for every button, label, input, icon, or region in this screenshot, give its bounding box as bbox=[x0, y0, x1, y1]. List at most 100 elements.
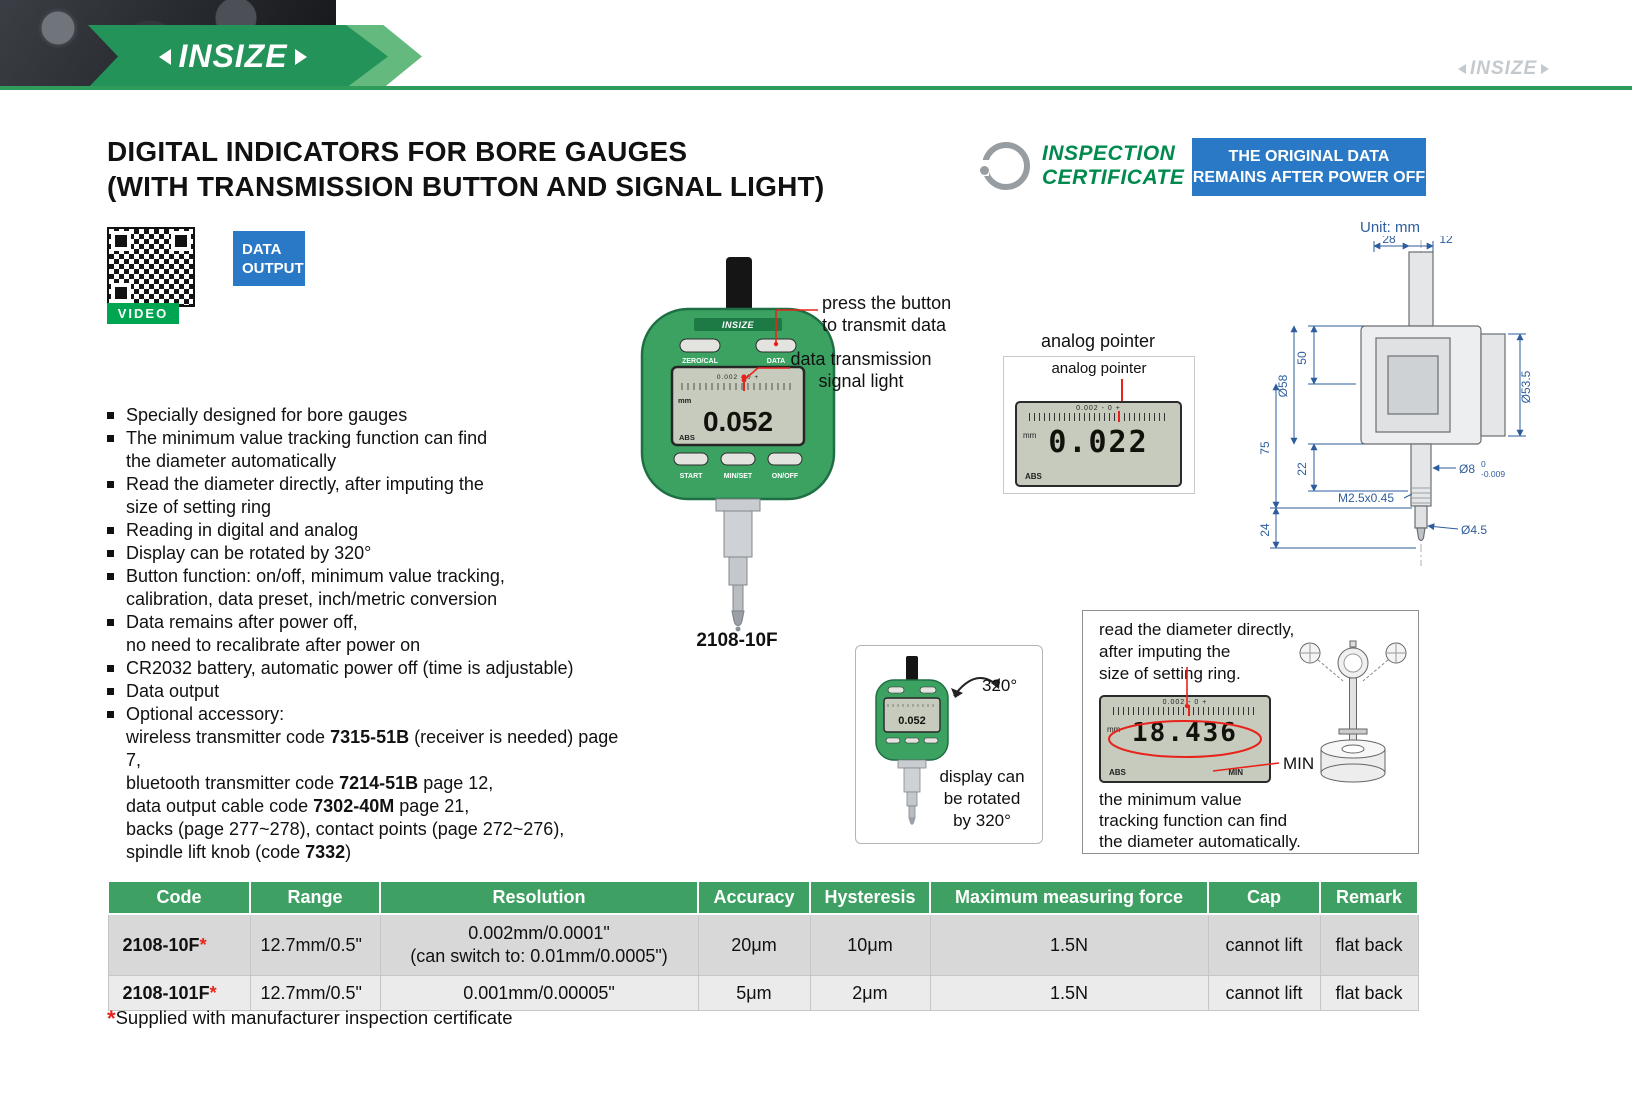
analog-lcd: 0.002 - 0 + 0.022 mm ABS bbox=[1015, 401, 1182, 487]
dim-4-5: Ø4.5 bbox=[1461, 523, 1487, 537]
certificate-icon bbox=[979, 142, 1030, 190]
feature-line: Reading in digital and analog bbox=[126, 520, 359, 540]
lcd-mm-label: mm bbox=[1023, 431, 1037, 440]
gauge-knob bbox=[726, 257, 752, 313]
min-tracking-top-text: read the diameter directly, after imputi… bbox=[1099, 619, 1294, 685]
header-rule bbox=[0, 86, 1632, 90]
feature-line: calibration, data preset, inch/metric co… bbox=[126, 589, 498, 609]
header-cap: Cap bbox=[1207, 880, 1321, 915]
bullet-marker bbox=[107, 481, 114, 488]
stem-lower bbox=[728, 556, 748, 586]
min-tracking-box: read the diameter directly, after imputi… bbox=[1082, 610, 1419, 854]
analog-display-box: analog pointer 0.002 - 0 + 0.022 mm ABS bbox=[1003, 356, 1195, 494]
insize-logo: INSIZE bbox=[159, 38, 307, 75]
feature-item: Optional accessory: bbox=[107, 703, 637, 726]
insize-logo-right: INSIZE bbox=[1458, 58, 1550, 80]
qr-finder-icon bbox=[111, 283, 131, 303]
start-label: START bbox=[680, 473, 704, 480]
logo-arrow-left-icon bbox=[1458, 64, 1466, 74]
start-button bbox=[673, 452, 709, 466]
lcd-scale-text: 0.002 - 0 + bbox=[1076, 405, 1121, 412]
feature-line: the diameter automatically bbox=[126, 451, 337, 471]
lcd-min-label: MIN bbox=[1228, 768, 1243, 777]
data-output-badge: DATA OUTPUT bbox=[233, 231, 305, 286]
cell-cap: cannot lift bbox=[1207, 975, 1321, 1011]
bullet-marker bbox=[107, 619, 114, 626]
qr-finder-icon bbox=[111, 231, 131, 251]
feature-line: Read the diameter directly, after imputi… bbox=[126, 474, 484, 494]
contact-tip bbox=[735, 626, 741, 632]
gauge-lcd bbox=[670, 365, 806, 447]
min-top-line3: size of setting ring. bbox=[1099, 664, 1241, 683]
logo-arrow-right-icon bbox=[294, 48, 307, 65]
cell-accuracy: 20μm bbox=[697, 913, 811, 976]
cell-resolution: 0.001mm/0.00005" bbox=[379, 975, 699, 1011]
header-hysteresis: Hysteresis bbox=[809, 880, 931, 915]
stem-flange bbox=[715, 498, 761, 512]
feature-item: Data remains after power off,no need to … bbox=[107, 611, 637, 657]
optional-line: bluetooth transmitter code 7214-51B page… bbox=[126, 773, 494, 793]
dim-24: 24 bbox=[1258, 523, 1272, 537]
header-code: Code bbox=[107, 880, 251, 915]
inspection-certificate-text: INSPECTION CERTIFICATE bbox=[1042, 142, 1184, 190]
rotation-caption-line1: display can bbox=[939, 767, 1025, 786]
drawing-stem bbox=[1410, 443, 1432, 507]
spec-table: Code Range Resolution Accuracy Hysteresi… bbox=[107, 880, 1419, 1011]
lcd-scale-text: 0.002 - 0 + bbox=[717, 374, 759, 381]
min-tracking-bottom-text: the minimum value tracking function can … bbox=[1099, 789, 1301, 852]
lcd-scale-text: 0.002 - 0 + bbox=[1162, 699, 1208, 706]
lcd-ticks bbox=[1113, 705, 1257, 716]
lcd-abs-label: ABS bbox=[1109, 768, 1126, 777]
feature-line: Data remains after power off, bbox=[126, 612, 358, 632]
callout-signal-line1: data transmission bbox=[790, 349, 932, 369]
optional-line: backs (page 277~278), contact points (pa… bbox=[126, 819, 565, 839]
qr-code bbox=[107, 227, 195, 307]
lcd-ticks bbox=[681, 383, 791, 390]
analog-pointer-callout-line bbox=[1121, 379, 1123, 403]
feature-item: Specially designed for bore gauges bbox=[107, 404, 637, 427]
onoff-label: ON/OFF bbox=[772, 473, 799, 480]
page-title: DIGITAL INDICATORS FOR BORE GAUGES (WITH… bbox=[107, 134, 824, 204]
stem bbox=[723, 510, 753, 558]
lcd-value: 0.052 bbox=[703, 406, 773, 437]
feature-line: CR2032 battery, automatic power off (tim… bbox=[126, 658, 574, 678]
min-bottom-line1: the minimum value bbox=[1099, 790, 1242, 809]
cell-resolution: 0.002mm/0.0001"(can switch to: 0.01mm/0.… bbox=[379, 913, 699, 976]
feature-item: Read the diameter directly, after imputi… bbox=[107, 473, 637, 519]
feature-item: Data output bbox=[107, 680, 637, 703]
drawing-top-rod bbox=[1408, 251, 1434, 327]
cell-force: 1.5N bbox=[929, 975, 1209, 1011]
feature-item: Display can be rotated by 320° bbox=[107, 542, 637, 565]
drawing-thread bbox=[1412, 487, 1430, 504]
page-title-line1: DIGITAL INDICATORS FOR BORE GAUGES bbox=[107, 136, 688, 167]
lcd-mm-label: mm bbox=[678, 396, 692, 405]
feature-item: CR2032 battery, automatic power off (tim… bbox=[107, 657, 637, 680]
original-data-badge: THE ORIGINAL DATA REMAINS AFTER POWER OF… bbox=[1192, 138, 1426, 196]
header-max-force: Maximum measuring force bbox=[929, 880, 1209, 915]
callout-signal-line2: signal light bbox=[818, 371, 904, 391]
cell-code: 2108-101F* bbox=[107, 975, 251, 1011]
lcd-ticks bbox=[1029, 411, 1168, 422]
inspection-line1: INSPECTION bbox=[1042, 142, 1176, 165]
dim-8-tol-bot: -0.009 bbox=[1481, 469, 1505, 479]
feature-line: Display can be rotated by 320° bbox=[126, 543, 372, 563]
dim-53-5: Ø53.5 bbox=[1519, 370, 1533, 403]
bullet-marker bbox=[107, 435, 114, 442]
lcd-value: 18.436 bbox=[1132, 718, 1238, 748]
optional-line: spindle lift knob (code 7332) bbox=[126, 842, 352, 862]
contact-point bbox=[731, 610, 745, 626]
rotation-angle-label: 320° bbox=[982, 676, 1018, 695]
dim-75: 75 bbox=[1258, 441, 1272, 455]
feature-item: Button function: on/off, minimum value t… bbox=[107, 565, 637, 611]
optional-accessory-lines: wireless transmitter code 7315-51B (rece… bbox=[126, 726, 637, 864]
callout-transmit: press the button to transmit data bbox=[822, 292, 951, 336]
zero-cal-label: ZERO/CAL bbox=[682, 358, 719, 365]
dim-22: 22 bbox=[1295, 462, 1309, 476]
feature-item: The minimum value tracking function can … bbox=[107, 427, 637, 473]
insize-logo-right-text: INSIZE bbox=[1470, 58, 1538, 79]
rotation-caption: display can be rotated by 320° bbox=[928, 766, 1036, 832]
header-accuracy: Accuracy bbox=[697, 880, 811, 915]
gauge-logo-bar bbox=[694, 318, 782, 331]
dim-8-tol-top: 0 bbox=[1481, 459, 1486, 469]
